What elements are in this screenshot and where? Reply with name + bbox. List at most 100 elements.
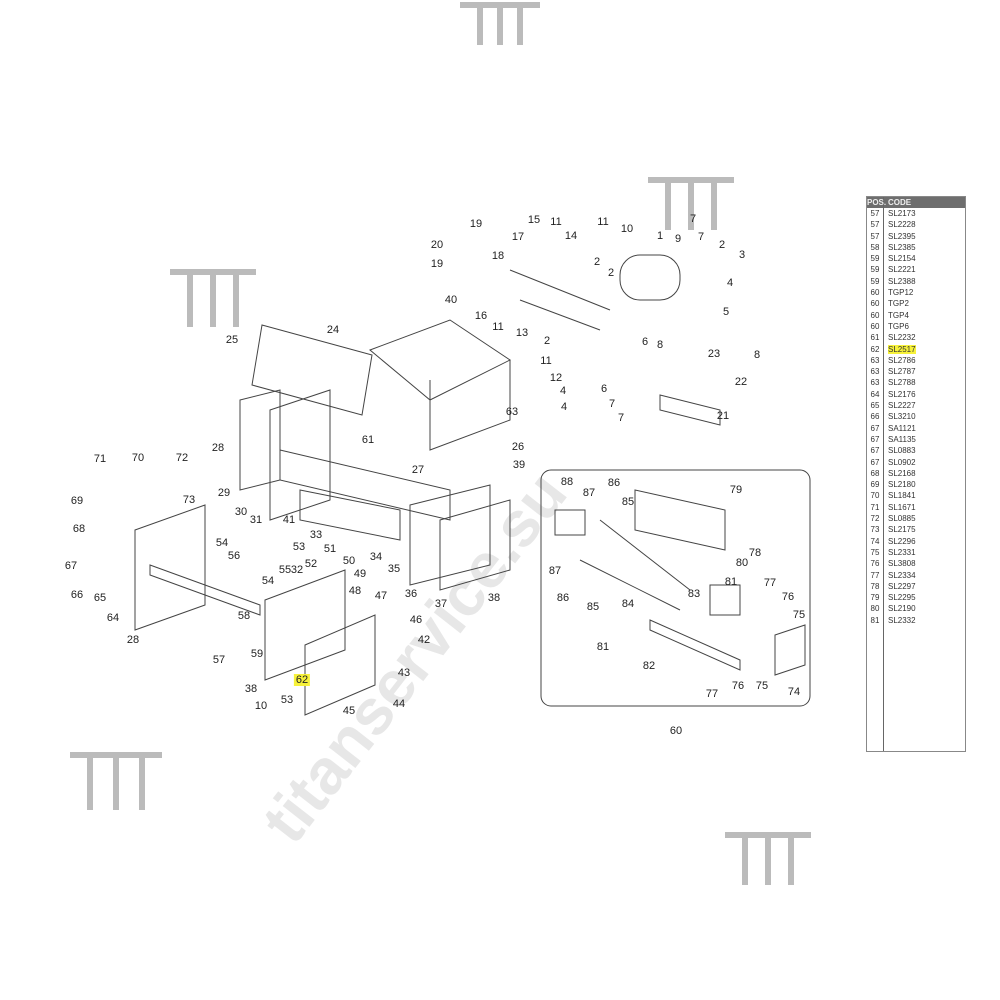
callout-label: 72 xyxy=(175,452,189,464)
pos-cell: 64 xyxy=(867,388,884,401)
table-row: 62 SL2517 xyxy=(867,343,965,355)
pos-cell: 66 xyxy=(867,411,884,423)
callout-label: 44 xyxy=(392,698,406,710)
code-cell: SL2331 xyxy=(888,547,916,557)
callout-label: 73 xyxy=(182,494,196,506)
callout-label: 88 xyxy=(560,476,574,488)
pos-cell: 67 xyxy=(867,445,884,457)
callout-label: 7 xyxy=(608,398,616,410)
callout-label: 13 xyxy=(515,327,529,339)
callout-label: 87 xyxy=(582,487,596,499)
callout-label: 2 xyxy=(543,335,551,347)
callout-label: 28 xyxy=(126,634,140,646)
callout-label: 65 xyxy=(93,592,107,604)
callout-label: 77 xyxy=(705,688,719,700)
callout-label: 25 xyxy=(225,334,239,346)
pos-cell: 67 xyxy=(867,456,884,468)
pos-cell: 68 xyxy=(867,467,884,480)
callout-label: 54 xyxy=(261,575,275,587)
callout-label: 2 xyxy=(607,267,615,279)
pos-cell: 73 xyxy=(867,524,884,536)
code-cell: SA1135 xyxy=(888,434,916,444)
callout-label: 21 xyxy=(716,410,730,422)
callout-label: 12 xyxy=(549,372,563,384)
pos-cell: 67 xyxy=(867,422,884,434)
inset-frame xyxy=(540,469,811,707)
code-cell: SL2517 xyxy=(888,344,916,354)
callout-label: 59 xyxy=(250,648,264,660)
code-cell: SL2388 xyxy=(888,276,916,286)
pos-cell: 75 xyxy=(867,546,884,559)
callout-label: 52 xyxy=(304,558,318,570)
callout-label: 85 xyxy=(621,496,635,508)
callout-label: 87 xyxy=(548,565,562,577)
callout-label: 4 xyxy=(560,401,568,413)
pos-cell: 63 xyxy=(867,366,884,378)
callout-label: 55 xyxy=(278,564,292,576)
table-row: 68 SL2168 xyxy=(867,467,965,480)
callout-label: 78 xyxy=(748,547,762,559)
callout-label: 32 xyxy=(290,564,304,576)
code-cell: SA1121 xyxy=(888,423,916,433)
callout-label: 4 xyxy=(726,277,734,289)
table-header: POS.CODE xyxy=(867,197,965,208)
callout-label: 14 xyxy=(564,230,578,242)
callout-label: 49 xyxy=(353,568,367,580)
callout-label: 11 xyxy=(540,355,552,367)
callout-label: 60 xyxy=(669,725,683,737)
callout-label: 37 xyxy=(434,598,448,610)
pos-cell: 57 xyxy=(867,230,884,242)
callout-label: 41 xyxy=(282,514,296,526)
table-row: 67 SL0883 xyxy=(867,445,965,457)
code-cell: SL2180 xyxy=(888,480,916,490)
code-cell: SL2332 xyxy=(888,615,916,625)
callout-label: 27 xyxy=(411,464,425,476)
callout-label: 6 xyxy=(641,336,649,348)
callout-label: 36 xyxy=(404,588,418,600)
pos-cell: 69 xyxy=(867,479,884,491)
callout-label: 84 xyxy=(621,598,635,610)
pos-cell: 79 xyxy=(867,592,884,604)
pos-cell: 59 xyxy=(867,253,884,265)
code-cell: SL0883 xyxy=(888,446,916,456)
callout-label: 50 xyxy=(342,555,356,567)
code-cell: SL2168 xyxy=(888,468,916,478)
pos-cell: 72 xyxy=(867,513,884,525)
callout-label: 80 xyxy=(735,557,749,569)
pos-header: POS. xyxy=(867,197,887,208)
callout-label: 8 xyxy=(753,349,761,361)
pos-cell: 62 xyxy=(867,343,884,355)
callout-label: 39 xyxy=(512,459,526,471)
code-cell: SL2227 xyxy=(888,401,916,411)
code-cell: SL2395 xyxy=(888,231,916,241)
pos-cell: 80 xyxy=(867,603,884,615)
callout-label: 74 xyxy=(787,686,801,698)
pos-cell: 65 xyxy=(867,400,884,412)
callout-label: 42 xyxy=(417,634,431,646)
code-cell: TGP6 xyxy=(888,321,909,331)
code-cell: SL2228 xyxy=(888,220,916,230)
callout-label: 2 xyxy=(718,239,726,251)
callout-label: 66 xyxy=(70,589,84,601)
callout-label: 33 xyxy=(309,529,323,541)
pos-cell: 76 xyxy=(867,558,884,570)
code-cell: TGP12 xyxy=(888,288,914,298)
callout-label: 53 xyxy=(280,694,294,706)
callout-label: 81 xyxy=(596,641,610,653)
pos-cell: 59 xyxy=(867,275,884,288)
pos-cell: 77 xyxy=(867,569,884,581)
pos-cell: 61 xyxy=(867,332,884,344)
callout-label: 86 xyxy=(607,477,621,489)
callout-label: 16 xyxy=(474,310,488,322)
callout-label: 85 xyxy=(586,601,600,613)
code-cell: SL2297 xyxy=(888,581,916,591)
